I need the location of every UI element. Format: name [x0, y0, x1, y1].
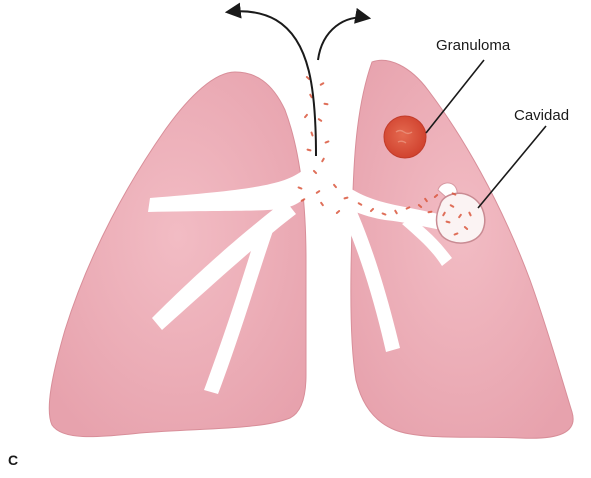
left-lung [49, 72, 306, 437]
bacterium [335, 210, 340, 215]
exhale-arrow-right [318, 17, 368, 60]
granuloma-leader-line [426, 60, 484, 133]
cavidad-label: Cavidad [514, 107, 569, 124]
cavidad-leader-line [478, 126, 546, 208]
bacterium [320, 201, 325, 206]
granuloma [384, 116, 426, 158]
bacterium [315, 190, 320, 195]
granuloma-label: Granuloma [436, 37, 510, 54]
trachea [302, 62, 334, 178]
panel-letter: C [8, 452, 18, 468]
